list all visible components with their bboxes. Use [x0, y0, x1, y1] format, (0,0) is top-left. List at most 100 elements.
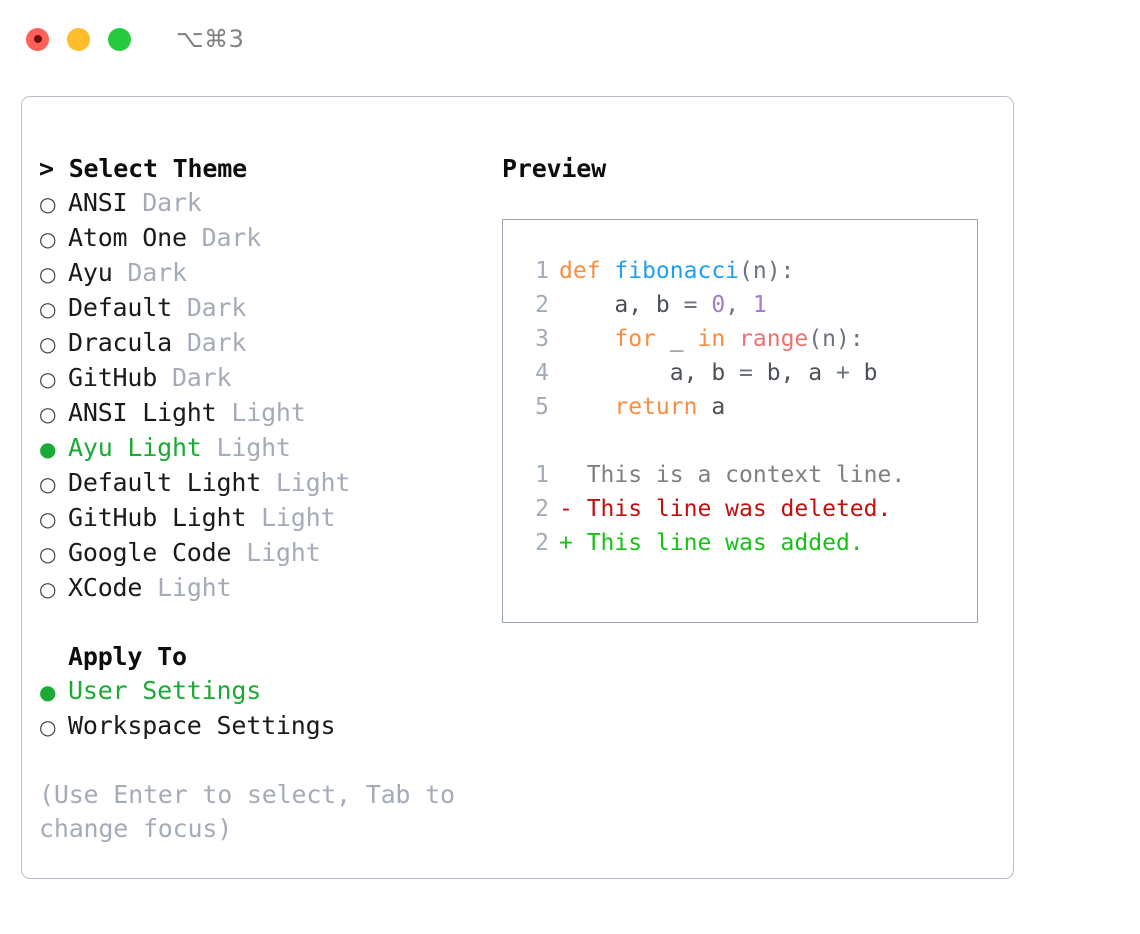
radio-selected-icon: ● — [39, 680, 57, 704]
code-token: 1 — [752, 292, 767, 318]
code-line: 4 a, b = b, a + b — [517, 356, 977, 390]
option-label: Default Light — [68, 468, 262, 497]
option-label: Default — [68, 293, 172, 322]
keyboard-shortcut-label: ⌥⌘3 — [176, 25, 245, 53]
code-token: (n): — [739, 258, 795, 284]
radio-unselected-icon: ○ — [39, 542, 57, 566]
code-token: _ — [669, 326, 698, 352]
code-line-content: a, b = 0, 1 — [559, 288, 767, 322]
diff-line-content: + This line was added. — [559, 530, 864, 556]
code-line-content: a, b = b, a + b — [559, 356, 878, 390]
option-row[interactable]: ○Default Dark — [39, 291, 484, 326]
apply-to-header: Apply To — [68, 642, 187, 671]
option-row[interactable]: ○Workspace Settings — [39, 709, 484, 744]
diff-line-content: - This line was deleted. — [559, 496, 892, 522]
option-variant-tag: Dark — [112, 258, 187, 287]
option-label: ANSI Light — [68, 398, 217, 427]
code-token: a, b — [559, 360, 740, 386]
option-label: ANSI — [68, 188, 128, 217]
option-variant-tag: Dark — [186, 223, 262, 252]
main-panel: > Select Theme ○ANSI Dark○Atom One Dark○… — [21, 96, 1014, 879]
option-label: User Settings — [68, 676, 262, 705]
code-token — [559, 326, 614, 352]
option-variant-tag: Light — [201, 433, 291, 462]
option-row[interactable]: ● User Settings — [39, 674, 484, 709]
line-number: 3 — [535, 326, 549, 352]
maximize-button[interactable] — [108, 27, 131, 51]
code-line-content: for _ in range(n): — [559, 322, 864, 356]
option-row[interactable]: ○ Dracula Dark — [39, 326, 484, 361]
section-spacer — [39, 606, 484, 640]
diff-line: 2 + This line was added. — [517, 526, 977, 560]
radio-unselected-icon: ○ — [39, 507, 57, 531]
diff-line: 1 This is a context line. — [517, 458, 977, 492]
radio-unselected-icon: ○ — [39, 472, 57, 496]
option-variant-tag: Light — [142, 573, 232, 602]
option-row[interactable]: ○ANSI Dark — [39, 186, 484, 221]
preview-title: Preview — [502, 154, 606, 183]
option-row[interactable]: ○ XCode Light — [39, 571, 484, 606]
option-variant-tag: Light — [261, 468, 351, 497]
radio-unselected-icon: ○ — [39, 332, 57, 356]
select-theme-header: > Select Theme — [39, 154, 247, 183]
close-button[interactable] — [26, 27, 49, 51]
option-row[interactable]: ○ Default Light Light — [39, 466, 484, 501]
code-token: return — [614, 394, 712, 420]
option-row[interactable]: ○GitHub Light Light — [39, 501, 484, 536]
diff-sample: 1 This is a context line.2- This line wa… — [517, 458, 977, 560]
code-token: b, a — [766, 360, 836, 386]
option-row[interactable]: ○GitHub Dark — [39, 361, 484, 396]
option-row[interactable]: ○ANSI Light Light — [39, 396, 484, 431]
code-token: in — [697, 326, 740, 352]
title-bar: ⌥⌘3 — [0, 0, 1140, 78]
line-number: 1 — [535, 462, 549, 488]
option-label: Workspace Settings — [68, 711, 336, 740]
line-number: 2 — [535, 530, 549, 556]
code-token: , — [725, 292, 753, 318]
code-token: a — [711, 394, 726, 420]
code-token: b — [863, 360, 878, 386]
radio-unselected-icon: ○ — [39, 227, 57, 251]
option-variant-tag: Dark — [171, 328, 247, 357]
option-label: Google Code — [68, 538, 232, 567]
code-token: + — [835, 360, 864, 386]
code-line-content: return a — [559, 390, 725, 424]
option-label: Ayu Light — [68, 433, 202, 462]
apply-to-option-list: ● User Settings ○Workspace Settings — [39, 674, 484, 744]
code-line: 5 return a — [517, 390, 977, 424]
code-token: range — [739, 326, 809, 352]
theme-option-list: ○ANSI Dark○Atom One Dark○Ayu Dark○Defaul… — [39, 186, 484, 606]
code-line-content: def fibonacci(n): — [559, 254, 794, 288]
diff-line-content: This is a context line. — [559, 462, 906, 488]
code-token — [559, 394, 614, 420]
line-number: 4 — [535, 360, 549, 386]
option-label: Dracula — [68, 328, 172, 357]
option-variant-tag: Light — [216, 398, 306, 427]
option-row[interactable]: ○ Google Code Light — [39, 536, 484, 571]
option-row[interactable]: ● Ayu Light Light — [39, 431, 484, 466]
line-number: 2 — [535, 292, 549, 318]
option-row[interactable]: ○ Ayu Dark — [39, 256, 484, 291]
diff-line: 2- This line was deleted. — [517, 492, 977, 526]
code-token: (n): — [808, 326, 864, 352]
code-token: = — [683, 292, 712, 318]
minimize-button[interactable] — [67, 27, 90, 51]
option-label: XCode — [68, 573, 143, 602]
radio-selected-icon: ● — [39, 437, 57, 461]
radio-unselected-icon: ○ — [39, 367, 57, 391]
option-variant-tag: Dark — [157, 363, 232, 392]
code-token: a, b — [559, 292, 684, 318]
option-label: Atom One — [68, 223, 187, 252]
option-label: Ayu — [68, 258, 113, 287]
option-variant-tag: Light — [231, 538, 321, 567]
radio-unselected-icon: ○ — [39, 262, 57, 286]
option-row[interactable]: ○ Atom One Dark — [39, 221, 484, 256]
radio-unselected-icon: ○ — [39, 577, 57, 601]
line-number: 5 — [535, 394, 549, 420]
code-token: def — [559, 258, 615, 284]
